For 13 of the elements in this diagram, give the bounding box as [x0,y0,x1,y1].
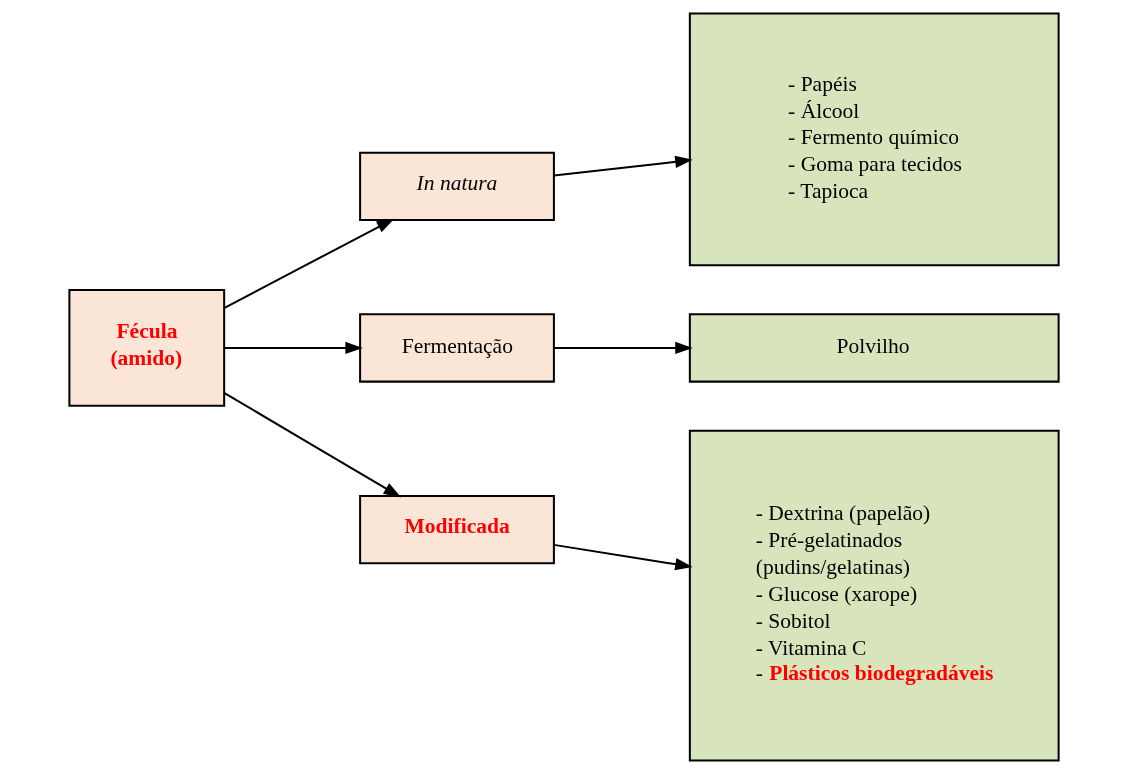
arrow [224,341,363,355]
node-box: - Dextrina (papelão) - Pré-gelatinados (pudins/gelatinas) - Glucose (xarope) - Sobitol - Vitamina C - Plásticos biodegradáveis [688,429,1060,762]
node-box: - Papéis - Álcool - Fermento químico - Goma para tecidos - Tapioca [688,12,1060,267]
arrow [224,218,395,309]
node-box: In natura [359,151,555,222]
node-box: Fermentação [359,313,555,383]
arrow [553,341,693,355]
arrow [224,392,402,498]
arrow [553,543,693,571]
node-box: Modificada [359,495,555,565]
node-box: Polvilho [688,313,1060,383]
node-box: Fécula (amido) [68,289,226,407]
arrow [553,155,693,177]
